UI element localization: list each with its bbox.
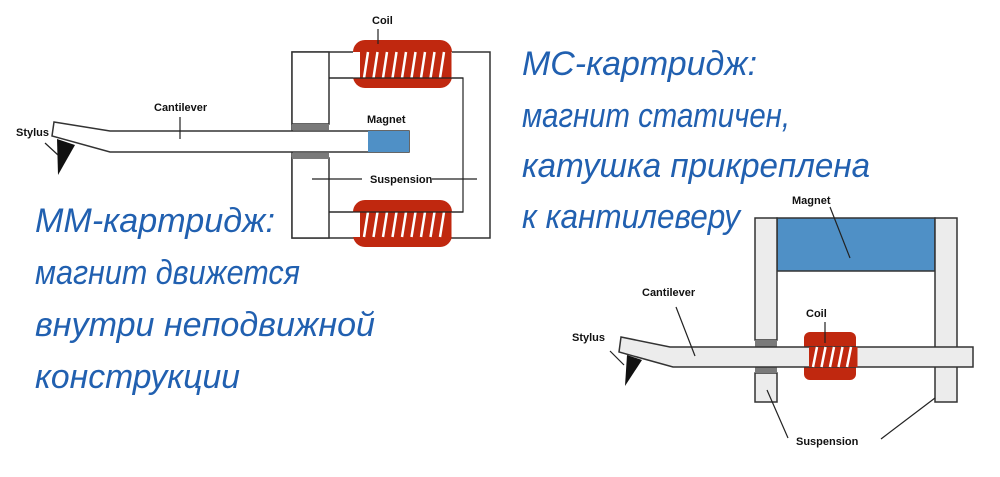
mc-stylus-label: Stylus [572,332,605,344]
mm-caption-line: магнит движется [35,254,300,292]
mc-caption-line: магнит статичен, [522,97,790,135]
mc-suspension-label: Suspension [796,436,859,448]
mc-caption-line: МС-картридж: [522,45,757,83]
mm-caption-line: ММ-картридж: [35,202,275,240]
mc-cantilever [618,336,974,368]
mc-caption: МС-картридж: магнит статичен, катушка пр… [522,45,870,236]
mm-caption-line: конструкции [35,358,240,396]
mc-caption-line: катушка прикреплена [522,147,870,185]
mc-left-post-upper [754,217,778,341]
mc-stylus-tip [625,355,642,386]
mc-coil-label: Coil [806,308,827,320]
mm-diagram: Coil Cantilever Stylus Magnet Suspension… [16,15,491,396]
mc-suspension-top [755,340,777,347]
mc-coil-windings [809,346,858,368]
mc-cantilever-label: Cantilever [642,287,696,299]
mm-caption: ММ-картридж: магнит движется внутри непо… [35,202,375,396]
mc-left-post-lower [754,372,778,403]
mc-diagram: Magnet Cantilever Coil Stylus Suspension… [522,45,974,448]
mc-magnet [776,217,936,272]
mm-cantilever-label: Cantilever [154,102,208,114]
mc-caption-line: к кантилеверу [522,198,742,236]
mm-stylus-tip [57,139,75,175]
mm-coil-top [353,40,452,88]
mm-coil-bottom [353,200,452,247]
mc-suspension-bottom [755,367,777,373]
mm-suspension-top [292,124,329,130]
mm-suspension-label: Suspension [370,174,433,186]
mc-right-post [934,217,958,403]
mm-suspension-bottom [292,153,329,159]
mm-coil-label: Coil [372,15,393,27]
mm-upper-pole [291,51,330,125]
mm-caption-line: внутри неподвижной [35,306,375,344]
mm-lower-pole [291,157,330,239]
mc-magnet-label: Magnet [792,195,831,207]
mm-stylus-label: Stylus [16,127,49,139]
mm-magnet-label: Magnet [367,114,406,126]
mm-magnet [368,131,409,152]
